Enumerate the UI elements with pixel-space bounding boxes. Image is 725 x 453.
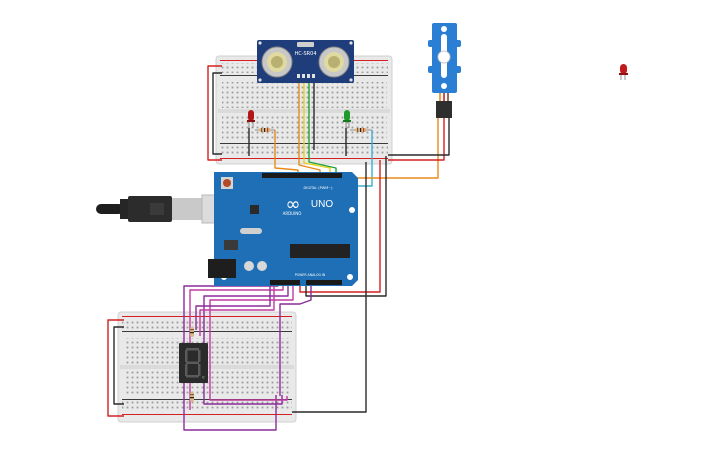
wire-servo-power [388, 118, 445, 161]
red-led-resistor[interactable] [255, 128, 275, 132]
seven-segment-resistor-bottom[interactable] [190, 392, 194, 402]
sensor-model-label: HC-SR04 [294, 51, 316, 57]
wire-bottom-power-left [107, 319, 124, 417]
wire-bottom-ground [292, 162, 367, 413]
arduino-logo: ∞ [286, 194, 301, 215]
seven-segment-digit [185, 348, 205, 379]
atmega-chip [290, 244, 350, 258]
dc-power-jack[interactable] [208, 259, 236, 278]
wire-top-power-left [207, 65, 222, 161]
servo-horn[interactable] [437, 34, 451, 78]
wire-arduino-5v [299, 160, 381, 293]
sensor-transducer-left [261, 46, 293, 78]
arduino-brand: ARDUINO [283, 211, 302, 216]
wire-arduino-gnd [305, 156, 387, 297]
arduino-uno-board[interactable]: DIGITAL (PWM~) ∞ ARDUINO UNO POWER ANALO… [208, 172, 358, 286]
digital-header[interactable] [262, 173, 342, 178]
analog-header[interactable] [306, 280, 342, 285]
power-header[interactable] [270, 280, 300, 285]
servo-connector [436, 101, 452, 118]
usb-plug [172, 198, 202, 220]
reset-button[interactable] [221, 177, 233, 189]
spare-red-led[interactable] [619, 64, 628, 80]
green-led-resistor[interactable] [350, 128, 372, 132]
seven-segment-resistor-top[interactable] [190, 327, 194, 337]
ultrasonic-sensor[interactable]: HC-SR04 [257, 40, 354, 83]
red-led[interactable] [247, 110, 255, 128]
servo-motor[interactable] [428, 23, 461, 118]
digital-header-label: DIGITAL (PWM~) [303, 186, 333, 190]
seven-segment-display[interactable]: 8. [179, 343, 208, 383]
wire-top-ground-left [212, 72, 222, 155]
wire-servo-ground [388, 118, 450, 156]
bottom-header-label: POWER ANALOG IN [295, 273, 326, 277]
sensor-transducer-right [318, 46, 350, 78]
green-led[interactable] [343, 110, 351, 128]
arduino-model: UNO [311, 199, 333, 210]
wire-bottom-ground-left [113, 326, 124, 405]
sensor-pins [297, 74, 315, 78]
